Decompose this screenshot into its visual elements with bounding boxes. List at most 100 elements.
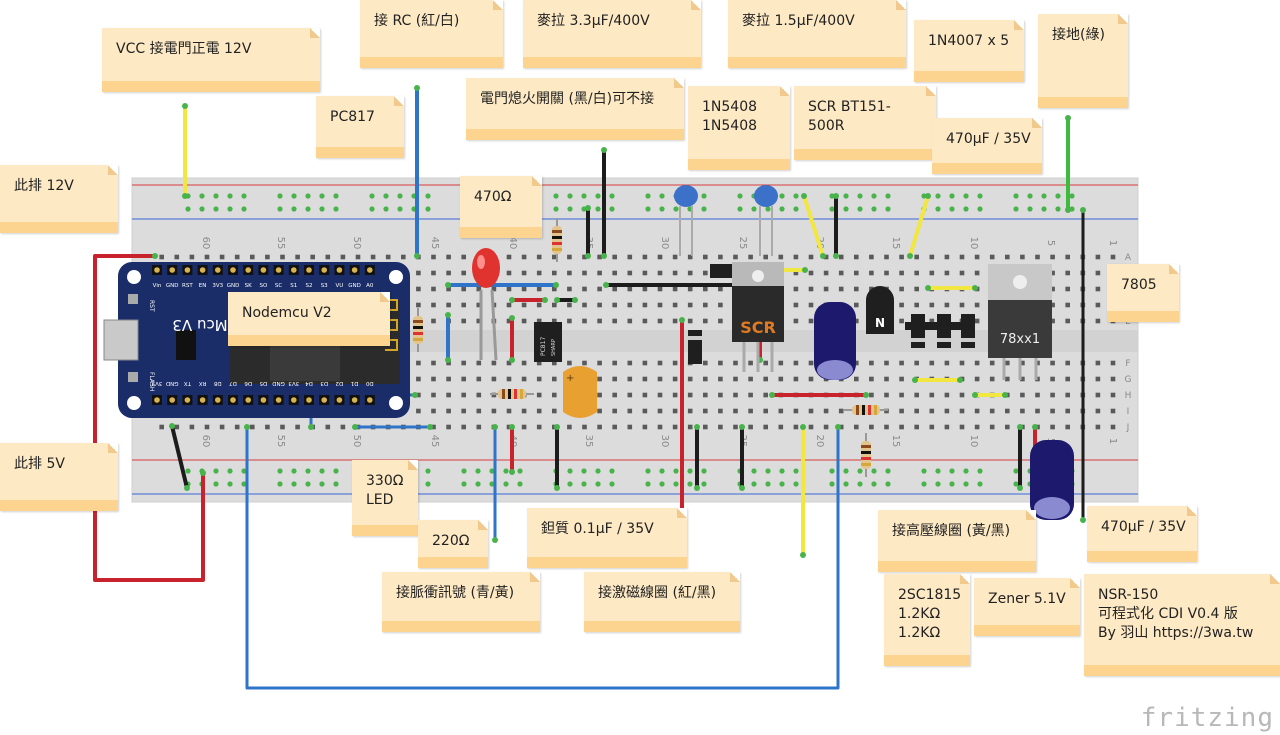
wire-end-pad — [244, 424, 250, 430]
grid-hole — [657, 302, 663, 308]
grid-hole — [536, 302, 542, 308]
grid-hole — [521, 302, 527, 308]
rail-hole — [227, 206, 233, 212]
wire-end-pad — [308, 424, 314, 430]
wire-yellow-1 — [802, 194, 825, 258]
grid-hole — [854, 270, 859, 276]
grid-hole — [703, 408, 708, 414]
diode-icon — [961, 314, 975, 348]
wire-end-pad — [1065, 207, 1071, 213]
column-number: 20 — [814, 435, 825, 448]
rail-hole — [199, 193, 205, 199]
wire-end-pad — [1080, 207, 1086, 213]
grid-hole — [642, 254, 648, 260]
grid-hole — [974, 302, 980, 308]
rail-hole — [829, 206, 835, 212]
grid-hole — [491, 286, 497, 292]
grid-hole — [793, 360, 799, 366]
grid-hole — [310, 254, 315, 260]
header-pin-pad — [184, 267, 191, 273]
note-rc: 接 RC (紅/白) — [360, 0, 503, 68]
grid-hole — [627, 286, 633, 292]
wire-end-pad — [1017, 485, 1023, 491]
rail-hole — [737, 193, 743, 199]
grid-hole — [552, 360, 557, 366]
grid-hole — [250, 424, 255, 430]
grid-hole — [929, 270, 935, 276]
rail-hole — [319, 468, 325, 474]
wire-end-pad — [445, 282, 451, 288]
grid-hole — [869, 424, 874, 430]
wire-end-pad — [412, 392, 418, 398]
rail-hole — [1013, 193, 1019, 199]
wire-end-pad — [694, 485, 700, 491]
rail-hole — [751, 481, 757, 487]
grid-hole — [431, 424, 436, 430]
grid-hole — [491, 376, 497, 382]
grid-hole — [446, 376, 451, 382]
column-number: 1 — [1107, 240, 1118, 246]
grid-hole — [552, 254, 557, 260]
wire-end-pad — [1032, 424, 1038, 430]
grid-hole — [552, 270, 557, 276]
grid-hole — [793, 254, 799, 260]
rail-hole — [213, 481, 219, 487]
grid-hole — [325, 254, 331, 260]
grid-hole — [778, 360, 784, 366]
rail-hole — [213, 193, 219, 199]
wire-end-pad — [603, 282, 609, 288]
rail-hole — [581, 481, 587, 487]
header-pin-pad — [245, 267, 251, 273]
rail-hole — [461, 481, 467, 487]
optocoupler-icon — [534, 322, 562, 362]
grid-hole — [250, 254, 255, 260]
diode-icon — [937, 314, 951, 348]
rail-hole — [963, 468, 969, 474]
wire-end-pad — [833, 253, 839, 259]
grid-hole — [521, 286, 527, 292]
grid-hole — [1065, 318, 1070, 324]
grid-hole — [416, 360, 421, 366]
note-text: 1N5408 1N5408 — [702, 99, 758, 134]
column-number: 45 — [429, 237, 440, 250]
rail-hole — [553, 206, 559, 212]
grid-hole — [1110, 360, 1116, 366]
grid-hole — [461, 408, 466, 414]
header-pin-pad — [230, 267, 236, 273]
grid-hole — [431, 286, 436, 292]
rail-hole — [241, 481, 247, 487]
note-band — [360, 57, 503, 68]
grid-hole — [718, 376, 723, 382]
grid-hole — [416, 270, 421, 276]
grid-hole — [627, 254, 633, 260]
grid-hole — [627, 392, 633, 398]
note-band — [794, 149, 936, 160]
rail-hole — [277, 206, 283, 212]
grid-hole — [431, 392, 436, 398]
grid-hole — [1050, 360, 1055, 366]
grid-hole — [416, 392, 421, 398]
grid-hole — [959, 270, 965, 276]
note-text: 1N4007 x 5 — [928, 33, 1010, 49]
grid-hole — [219, 424, 225, 430]
grid-hole — [1020, 408, 1025, 414]
grid-hole — [1065, 270, 1070, 276]
grid-hole — [506, 360, 512, 366]
wire-end-pad — [182, 193, 188, 199]
wire-end-pad — [182, 103, 188, 109]
pin-label-top: GND — [166, 283, 179, 289]
grid-hole — [672, 286, 678, 292]
grid-hole — [838, 424, 844, 430]
grid-hole — [506, 376, 512, 382]
header-pin-pad — [321, 267, 328, 273]
note-text: Zener 5.1V — [988, 591, 1066, 607]
wire-end-pad — [739, 424, 745, 430]
rail-hole — [977, 468, 983, 474]
note-cap33: 麥拉 3.3µF/400V — [523, 0, 701, 68]
grid-hole — [808, 360, 814, 366]
rail-hole — [567, 468, 573, 474]
grid-hole — [748, 424, 753, 430]
grid-hole — [521, 376, 527, 382]
header-pin-pad — [291, 267, 297, 273]
note-text: VCC 接電門正電 12V — [116, 41, 252, 57]
